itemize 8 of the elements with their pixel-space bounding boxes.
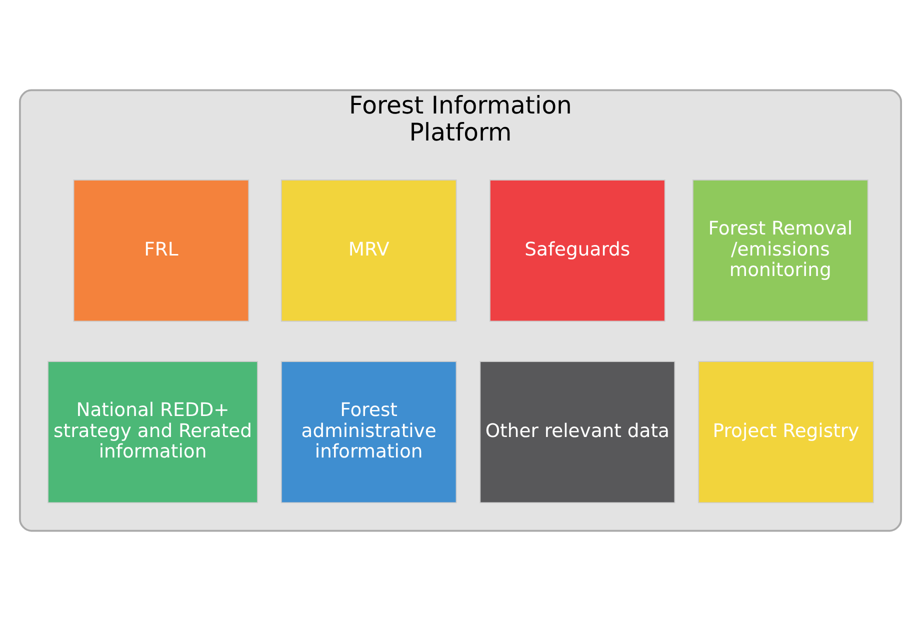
node-box: Forest administrative information — [280, 361, 457, 504]
node-box: National REDD+ strategy and Rerated information — [48, 361, 258, 504]
node-box: Other relevant data — [480, 361, 676, 504]
node-box: Safeguards — [490, 180, 666, 322]
node-box: MRV — [280, 180, 457, 322]
node-box: Forest Removal /emissions monitoring — [692, 180, 868, 322]
node-box: Project Registry — [698, 361, 874, 504]
node-box: FRL — [73, 180, 250, 322]
